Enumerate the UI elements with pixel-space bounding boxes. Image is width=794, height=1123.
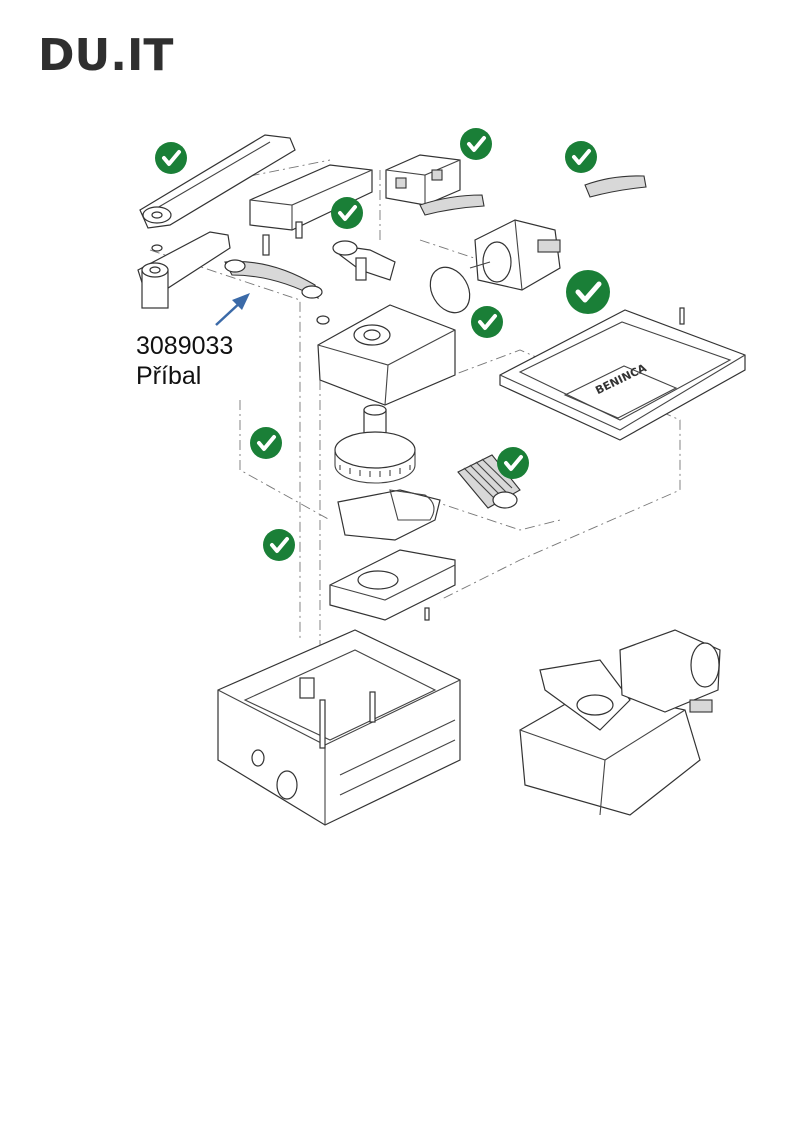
check-circle-icon bbox=[565, 141, 597, 173]
check-circle-icon bbox=[155, 142, 187, 174]
upper-housing-part bbox=[316, 304, 456, 406]
link-arm-part bbox=[224, 259, 323, 300]
lever-part bbox=[332, 240, 396, 281]
assembly-guide-lines bbox=[149, 159, 681, 680]
lower-housing-part bbox=[329, 549, 456, 621]
o-ring-part bbox=[429, 266, 471, 314]
check-circle-icon bbox=[460, 128, 492, 160]
page-title: DU.IT bbox=[38, 30, 174, 81]
arrow-icon bbox=[215, 293, 250, 326]
handle-part bbox=[419, 175, 647, 216]
check-circle-icon bbox=[497, 447, 529, 479]
gear-wheel-part bbox=[334, 404, 416, 484]
check-circle-icon bbox=[250, 427, 282, 459]
part-callout: 3089033 Příbal bbox=[136, 331, 233, 391]
assembled-operator-image bbox=[519, 629, 721, 816]
cover-plate-part: BENINCA bbox=[499, 307, 746, 441]
foundation-box-part bbox=[217, 629, 461, 826]
motor-part bbox=[469, 219, 561, 291]
part-label: Příbal bbox=[136, 362, 202, 390]
check-circle-icon bbox=[471, 306, 503, 338]
check-circle-icon bbox=[331, 197, 363, 229]
mounting-bracket-part bbox=[249, 164, 373, 256]
gasket-part bbox=[337, 489, 441, 541]
check-circle-icon bbox=[263, 529, 295, 561]
part-code: 3089033 bbox=[136, 332, 234, 360]
upper-arm-part bbox=[139, 134, 296, 252]
worm-screw-part bbox=[457, 454, 521, 509]
lower-arm-part bbox=[137, 231, 231, 309]
check-circle-icon bbox=[566, 270, 610, 314]
connector-block-part bbox=[385, 154, 461, 206]
